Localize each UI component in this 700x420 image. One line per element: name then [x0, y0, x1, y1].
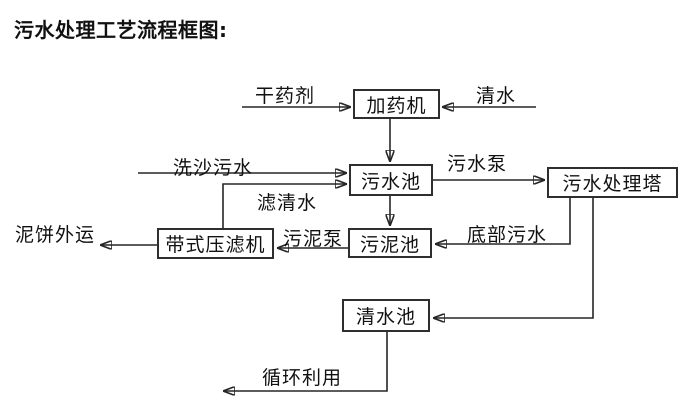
node-belt-filter-press: 带式压滤机	[157, 228, 274, 259]
flow-label-sand-washing-wastewater: 洗沙污水	[173, 157, 254, 179]
arrow-bottom-wastewater-tower-to-sludge-pool	[436, 198, 571, 244]
node-dosing-machine: 加药机	[353, 89, 440, 119]
arrow-clean-water-pool-to-recycle-use	[224, 332, 388, 391]
flow-label-mud-cake-out: 泥饼外运	[15, 224, 96, 246]
flow-label-sludge-pump: 污泥泵	[283, 228, 344, 250]
page-title: 污水处理工艺流程框图:	[14, 18, 228, 42]
flow-label-recycle-use: 循环利用	[262, 367, 343, 389]
node-clean-water-pool: 清水池	[342, 299, 430, 332]
flow-label-bottom-wastewater: 底部污水	[467, 224, 548, 246]
node-wastewater-pool: 污水池	[349, 164, 433, 196]
arrow-treatment-tower-to-clean-water-pool	[434, 198, 594, 318]
node-treatment-tower: 污水处理塔	[547, 167, 678, 198]
node-sludge-pool: 污泥池	[348, 228, 432, 258]
flow-label-filtered-water: 滤清水	[257, 192, 318, 214]
flow-label-dry-chemical: 干药剂	[255, 85, 316, 107]
arrow-filtered-water-press-to-wastewater-pool	[222, 184, 346, 228]
flow-label-clean-water: 清水	[476, 85, 517, 107]
flow-label-wastewater-pump: 污水泵	[447, 153, 508, 175]
